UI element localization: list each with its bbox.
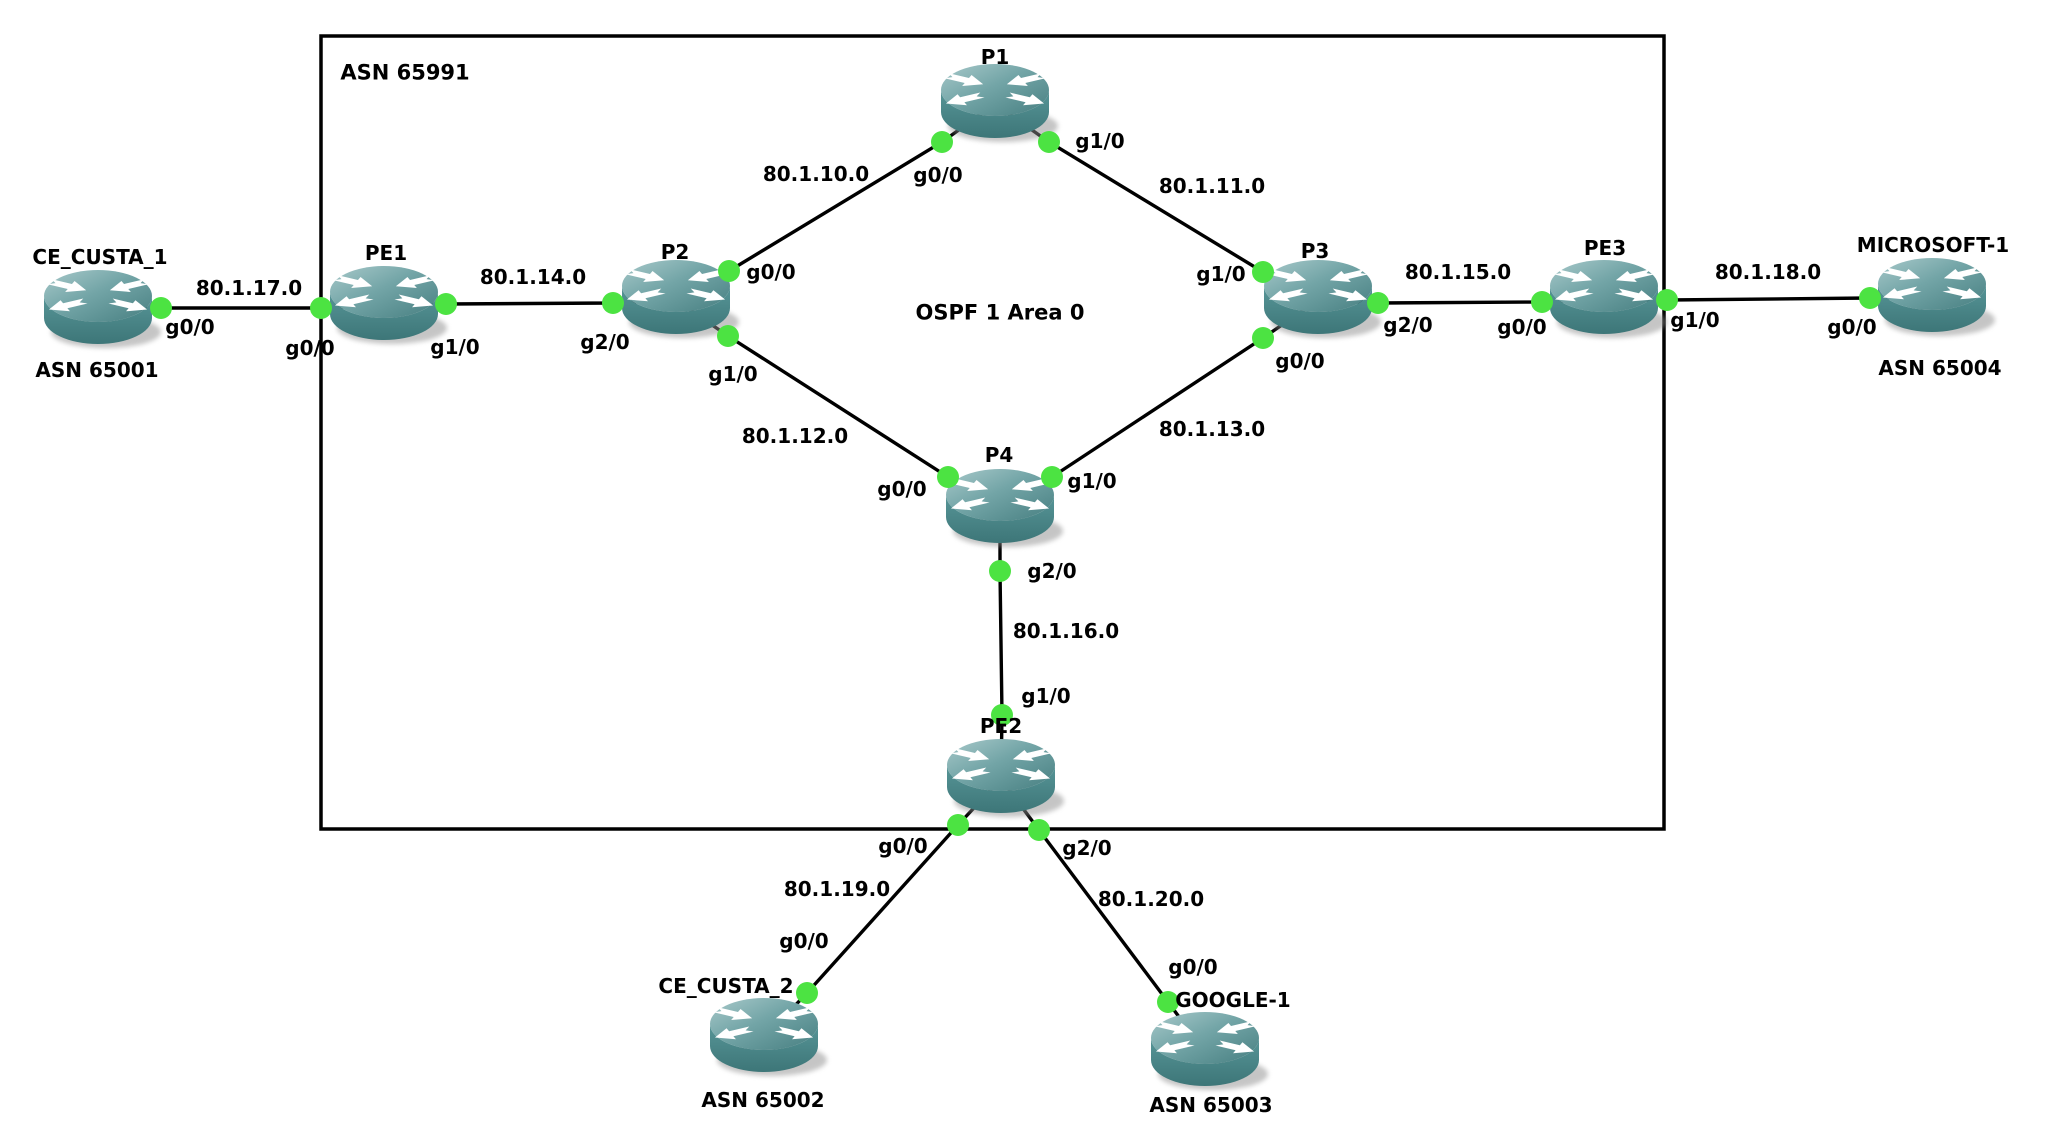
link-endpoint-dot	[435, 293, 457, 315]
network-label-80-1-10-0: 80.1.10.0	[762, 162, 870, 186]
network-label-80-1-18-0: 80.1.18.0	[1714, 260, 1822, 284]
link-endpoint-dot	[717, 325, 739, 347]
if-label-p2-g2-0: g2/0	[580, 330, 630, 354]
if-label-p3-g1-0: g1/0	[1196, 262, 1246, 286]
if-label-p4-g0-0: g0/0	[877, 477, 927, 501]
router-p1-icon[interactable]	[941, 64, 1058, 142]
node-label-ce-custa-1: CE_CUSTA_1	[32, 245, 168, 269]
if-label-pe3-g1-0: g1/0	[1670, 308, 1720, 332]
network-label-80-1-20-0: 80.1.20.0	[1097, 887, 1205, 911]
link-endpoint-dot	[1041, 466, 1063, 488]
router-pe3-icon[interactable]	[1550, 260, 1667, 338]
if-label-p4-g1-0: g1/0	[1067, 469, 1117, 493]
router-microsoft-1-icon[interactable]	[1878, 258, 1995, 336]
if-label-microsoft-1-g0-0: g0/0	[1827, 315, 1877, 339]
if-label-p2-g0-0: g0/0	[746, 260, 796, 284]
node-label-p4: P4	[984, 443, 1014, 467]
if-label-pe2-g1-0: g1/0	[1021, 684, 1071, 708]
link-p4-pe2[interactable]	[998, 509, 1004, 780]
link-endpoint-dot	[1038, 131, 1060, 153]
link-endpoint-dot	[991, 704, 1013, 726]
if-label-p1-g1-0: g1/0	[1075, 129, 1125, 153]
if-label-pe3-g0-0: g0/0	[1497, 315, 1547, 339]
if-label-p2-g1-0: g1/0	[708, 362, 758, 386]
link-endpoint-dot	[1157, 991, 1179, 1013]
node-label-p3: P3	[1300, 239, 1330, 263]
link-endpoint-dot	[937, 466, 959, 488]
node-label-microsoft-1: MICROSOFT-1	[1856, 233, 2010, 257]
node-label-pe2: PE2	[979, 714, 1023, 738]
asn-zone-label: ASN 65991	[340, 60, 470, 85]
asn-label-ce-custa-1: ASN 65001	[35, 358, 159, 382]
link-endpoint-dot	[1252, 261, 1274, 283]
if-label-ce-custa-1-g0-0: g0/0	[165, 315, 215, 339]
node-label-p2: P2	[660, 240, 690, 264]
node-label-google-1: GOOGLE-1	[1175, 988, 1291, 1012]
if-label-p3-g0-0: g0/0	[1275, 349, 1325, 373]
network-label-80-1-13-0: 80.1.13.0	[1158, 417, 1266, 441]
asn-label-ce-custa-2: ASN 65002	[701, 1088, 825, 1112]
network-label-80-1-17-0: 80.1.17.0	[195, 276, 303, 300]
link-endpoint-dot	[947, 814, 969, 836]
if-label-pe1-g0-0: g0/0	[285, 336, 335, 360]
if-label-google-1-g0-0: g0/0	[1168, 955, 1218, 979]
node-label-ce-custa-2: CE_CUSTA_2	[658, 974, 794, 998]
if-label-p3-g2-0: g2/0	[1383, 313, 1433, 337]
link-endpoint-dot	[310, 297, 332, 319]
link-endpoint-dot	[718, 260, 740, 282]
if-label-pe1-g1-0: g1/0	[430, 335, 480, 359]
node-label-pe1: PE1	[364, 241, 408, 265]
node-label-pe3: PE3	[1583, 236, 1627, 260]
link-endpoint-dot	[989, 560, 1011, 582]
link-endpoint-dot	[931, 131, 953, 153]
network-label-80-1-16-0: 80.1.16.0	[1012, 619, 1120, 643]
network-label-80-1-19-0: 80.1.19.0	[783, 877, 891, 901]
if-label-ce-custa-2-g0-0: g0/0	[779, 929, 829, 953]
network-label-80-1-12-0: 80.1.12.0	[741, 424, 849, 448]
link-endpoint-dot	[1252, 327, 1274, 349]
router-ce-custa-1-icon[interactable]	[44, 270, 161, 348]
if-label-p4-g2-0: g2/0	[1027, 559, 1077, 583]
router-google-1-icon[interactable]	[1151, 1012, 1268, 1090]
if-label-p1-g0-0: g0/0	[913, 163, 963, 187]
link-endpoint-dot	[1028, 819, 1050, 841]
link-endpoint-dot	[150, 297, 172, 319]
network-label-80-1-14-0: 80.1.14.0	[479, 265, 587, 289]
link-endpoint-dot	[1656, 289, 1678, 311]
network-label-80-1-15-0: 80.1.15.0	[1404, 260, 1512, 284]
router-ce-custa-2-icon[interactable]	[710, 998, 827, 1076]
link-endpoint-dot	[602, 292, 624, 314]
link-endpoint-dot	[1367, 292, 1389, 314]
asn-label-microsoft-1: ASN 65004	[1878, 356, 2002, 380]
link-endpoint-dot	[1859, 287, 1881, 309]
link-endpoint-dot	[796, 982, 818, 1004]
router-pe1-icon[interactable]	[330, 266, 447, 344]
if-label-pe2-g0-0: g0/0	[878, 834, 928, 858]
node-label-p1: P1	[980, 45, 1010, 69]
ospf-area-label: OSPF 1 Area 0	[915, 300, 1085, 325]
network-label-80-1-11-0: 80.1.11.0	[1158, 174, 1266, 198]
router-pe2-icon[interactable]	[947, 739, 1064, 817]
link-endpoint-dot	[1531, 291, 1553, 313]
asn-zone-border	[319, 34, 1666, 831]
asn-label-google-1: ASN 65003	[1149, 1093, 1273, 1117]
if-label-pe2-g2-0: g2/0	[1062, 836, 1112, 860]
router-p3-icon[interactable]	[1264, 260, 1381, 338]
